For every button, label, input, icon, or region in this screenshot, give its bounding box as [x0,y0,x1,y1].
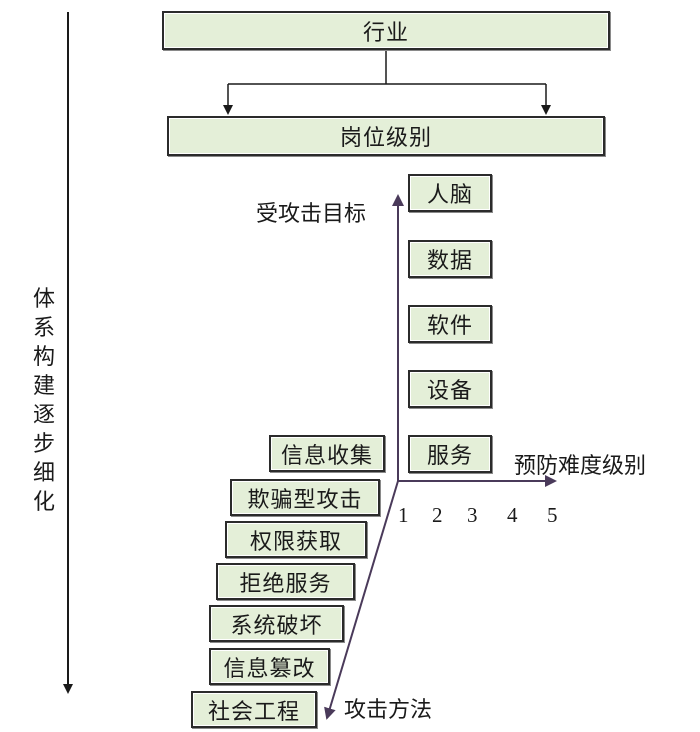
method-box-system-destruction: 系统破坏 [209,605,344,642]
job-level-box: 岗位级别 [167,116,605,156]
method-box-info-gathering: 信息收集 [269,435,385,472]
target-box-data: 数据 [408,240,492,278]
difficulty-axis-label: 预防难度级别 [514,454,647,479]
difficulty-tick-2: 2 [432,503,443,527]
method-box-privilege-acquisition: 权限获取 [225,521,367,558]
industry-box: 行业 [162,11,610,50]
method-box-deception-attack: 欺骗型攻击 [230,479,380,516]
target-box-software: 软件 [408,305,492,343]
target-box-brain: 人脑 [408,174,492,212]
method-box-denial-of-service: 拒绝服务 [216,563,355,600]
method-box-social-engineering: 社会工程 [191,691,317,728]
method-axis-label: 攻击方法 [344,698,433,723]
target-axis-label: 受攻击目标 [256,202,367,227]
target-box-device: 设备 [408,370,492,408]
difficulty-tick-5: 5 [547,503,558,527]
difficulty-tick-1: 1 [398,503,409,527]
method-axis [324,480,399,720]
difficulty-tick-4: 4 [507,503,518,527]
difficulty-tick-3: 3 [467,503,478,527]
refinement-label: 体系构建逐步细化 [32,287,55,515]
target-box-service: 服务 [408,435,492,473]
method-box-info-tampering: 信息篡改 [209,648,330,685]
